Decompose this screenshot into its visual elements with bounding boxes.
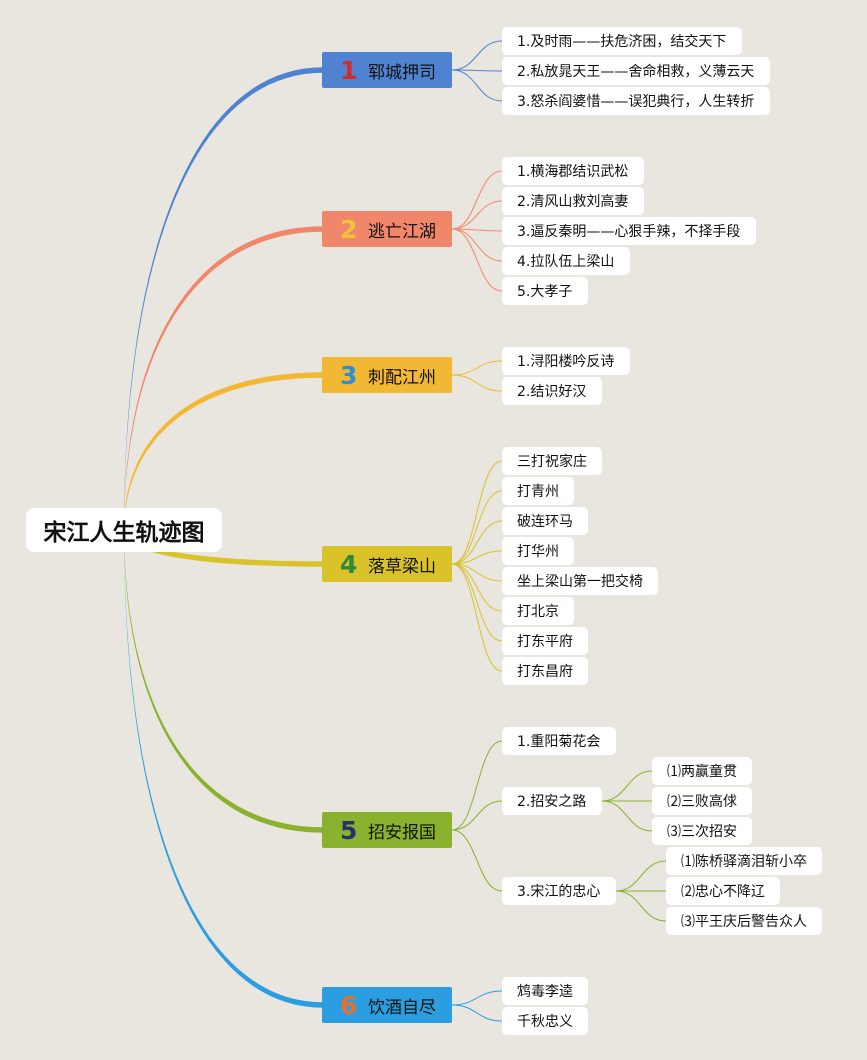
connector-root-branch-1 (124, 67, 323, 533)
sub-subtopic-item[interactable]: ⑴两赢童贯 (652, 757, 752, 785)
connector-branch-leaf (451, 69, 503, 102)
sub-subtopic-item[interactable]: ⑶三次招安 (652, 817, 752, 845)
subtopic-item[interactable]: 2.招安之路 (502, 787, 602, 815)
subtopic-item[interactable]: 5.大孝子 (502, 277, 588, 305)
connector-branch-leaf (451, 563, 503, 672)
connector-root-branch-2 (124, 226, 323, 533)
subtopic-item[interactable]: 3.怒杀阎婆惜——误犯典行，人生转折 (502, 87, 770, 115)
subtopic-item[interactable]: 3.宋江的忠心 (502, 877, 616, 905)
connector-branch-leaf (451, 520, 503, 565)
connector-branch-leaf (451, 374, 503, 392)
branch-number: 6 (340, 990, 358, 1020)
subtopic-item[interactable]: 1.及时雨——扶危济困，结交天下 (502, 27, 742, 55)
connector-branch-leaf (451, 563, 503, 642)
connector-root-branch-5 (124, 527, 323, 833)
subtopic-item[interactable]: 打东平府 (502, 627, 588, 655)
root-topic[interactable]: 宋江人生轨迹图 (26, 508, 222, 552)
subtopic-item[interactable]: 破连环马 (502, 507, 588, 535)
branch-label: 逃亡江湖 (368, 221, 436, 242)
connector-leaf-subleaf (601, 800, 653, 832)
branch-label: 刺配江州 (368, 367, 436, 388)
connector-branch-leaf (451, 360, 503, 376)
connector-branch-leaf (451, 170, 503, 230)
subtopic-item[interactable]: 1.横海郡结识武松 (502, 157, 644, 185)
connector-branch-leaf (451, 228, 503, 262)
connector-branch-leaf (451, 40, 503, 71)
connector-branch-leaf (451, 228, 503, 232)
subtopic-item[interactable]: 2.私放晁天王——舍命相救，义薄云天 (502, 57, 770, 85)
connector-leaf-subleaf (601, 770, 653, 802)
subtopic-item[interactable]: 1.浔阳楼吟反诗 (502, 347, 630, 375)
connector-branch-leaf (451, 563, 503, 612)
subtopic-item[interactable]: 打东昌府 (502, 657, 588, 685)
branch-topic-2[interactable]: 2 逃亡江湖 (322, 211, 452, 247)
connector-branch-leaf (451, 460, 503, 565)
connector-branch-leaf (451, 563, 503, 582)
connector-root-branch-6 (124, 527, 323, 1008)
branch-topic-3[interactable]: 3 刺配江州 (322, 357, 452, 393)
branch-topic-4[interactable]: 4 落草梁山 (322, 546, 452, 582)
connector-branch-leaf (451, 740, 503, 831)
sub-subtopic-item[interactable]: ⑵三败高俅 (652, 787, 752, 815)
connector-branch-leaf (451, 800, 503, 831)
branch-number: 4 (340, 549, 358, 579)
connector-branch-leaf (451, 550, 503, 565)
connector-branch-leaf (451, 490, 503, 565)
connector-branch-leaf (451, 1004, 503, 1022)
branch-topic-6[interactable]: 6 饮酒自尽 (322, 987, 452, 1023)
connector-branch-leaf (451, 228, 503, 292)
subtopic-item[interactable]: 2.清风山救刘高妻 (502, 187, 644, 215)
subtopic-item[interactable]: 坐上梁山第一把交椅 (502, 567, 658, 595)
branch-number: 2 (340, 214, 358, 244)
subtopic-item[interactable]: 1.重阳菊花会 (502, 727, 616, 755)
branch-topic-1[interactable]: 1 郓城押司 (322, 52, 452, 88)
sub-subtopic-item[interactable]: ⑶平王庆后警告众人 (666, 907, 822, 935)
subtopic-item[interactable]: 鸩毒李逵 (502, 977, 588, 1005)
branch-label: 饮酒自尽 (368, 997, 436, 1018)
subtopic-item[interactable]: 4.拉队伍上梁山 (502, 247, 630, 275)
subtopic-item[interactable]: 打华州 (502, 537, 574, 565)
sub-subtopic-item[interactable]: ⑵忠心不降辽 (666, 877, 780, 905)
connector-branch-leaf (451, 829, 503, 892)
sub-subtopic-item[interactable]: ⑴陈桥驿滴泪斩小卒 (666, 847, 822, 875)
root-title: 宋江人生轨迹图 (43, 520, 205, 546)
branch-number: 3 (340, 360, 358, 390)
connector-leaf-subleaf (615, 860, 667, 892)
connector-branch-leaf (451, 990, 503, 1006)
subtopic-item[interactable]: 2.结识好汉 (502, 377, 602, 405)
connector-branch-leaf (451, 69, 503, 72)
subtopic-item[interactable]: 打青州 (502, 477, 574, 505)
subtopic-item[interactable]: 3.逼反秦明——心狠手辣，不择手段 (502, 217, 756, 245)
branch-label: 招安报国 (368, 822, 436, 843)
branch-topic-5[interactable]: 5 招安报国 (322, 812, 452, 848)
connector-leaf-subleaf (615, 890, 667, 922)
connector-root-branch-4 (124, 527, 323, 567)
connector-branch-leaf (451, 200, 503, 230)
branch-number: 5 (340, 815, 358, 845)
branch-label: 落草梁山 (368, 556, 436, 577)
branch-number: 1 (340, 55, 358, 85)
branch-label: 郓城押司 (368, 62, 436, 83)
subtopic-item[interactable]: 千秋忠义 (502, 1007, 588, 1035)
subtopic-item[interactable]: 打北京 (502, 597, 574, 625)
subtopic-item[interactable]: 三打祝家庄 (502, 447, 602, 475)
